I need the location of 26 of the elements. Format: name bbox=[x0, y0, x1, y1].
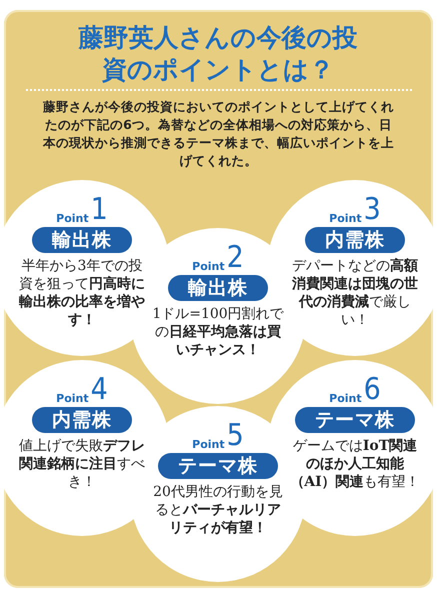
point-text: 値上げで失敗デフレ関連銘柄に注目すべき！ bbox=[18, 437, 146, 491]
point-text: 1ドル=100円割れでの日経平均急落は買いチャンス！ bbox=[151, 305, 285, 359]
point-label: Point bbox=[56, 392, 89, 406]
point-text: デパートなどの高額消費関連は団塊の世代の消費減で厳しい！ bbox=[291, 257, 419, 329]
point-number: 5 bbox=[226, 420, 244, 452]
title: 藤野英人さんの今後の投資のポイントとは？ bbox=[77, 22, 358, 86]
category-tag: 内需株 bbox=[32, 407, 132, 433]
point-label: Point bbox=[192, 260, 225, 274]
category-tag: 内需株 bbox=[305, 227, 405, 253]
category-tag: テーマ株 bbox=[295, 407, 415, 433]
point-number: 2 bbox=[226, 242, 244, 274]
point-label: Point bbox=[329, 392, 362, 406]
point-text: 20代男性の行動を見るとバーチャルリアリティが有望！ bbox=[152, 483, 284, 537]
point-number: 3 bbox=[364, 194, 381, 226]
point-number: 4 bbox=[90, 374, 108, 406]
category-tag: 輸出株 bbox=[32, 227, 132, 253]
category-tag: テーマ株 bbox=[158, 453, 278, 479]
point-label: Point bbox=[56, 212, 89, 226]
point-number: 6 bbox=[364, 374, 381, 406]
point-label: Point bbox=[329, 212, 362, 226]
point-text: 半年から3年での投資を狙って円高時に輸出株の比率を増やす！ bbox=[18, 257, 146, 329]
point-text: ゲームではIoT関連のほか人工知能（AI）関連も有望！ bbox=[289, 437, 421, 491]
intro-text: 藤野さんが今後の投資においてのポイントとして上げてくれたのが下記の6つ。為替などの全体相場への対応策から、日本の現状から推測できるテーマ株まで、幅広いポイントを上げてくれた。 bbox=[42, 98, 395, 170]
category-tag: 輸出株 bbox=[168, 275, 268, 301]
point-label: Point bbox=[192, 438, 225, 452]
point-number: 1 bbox=[90, 194, 108, 226]
